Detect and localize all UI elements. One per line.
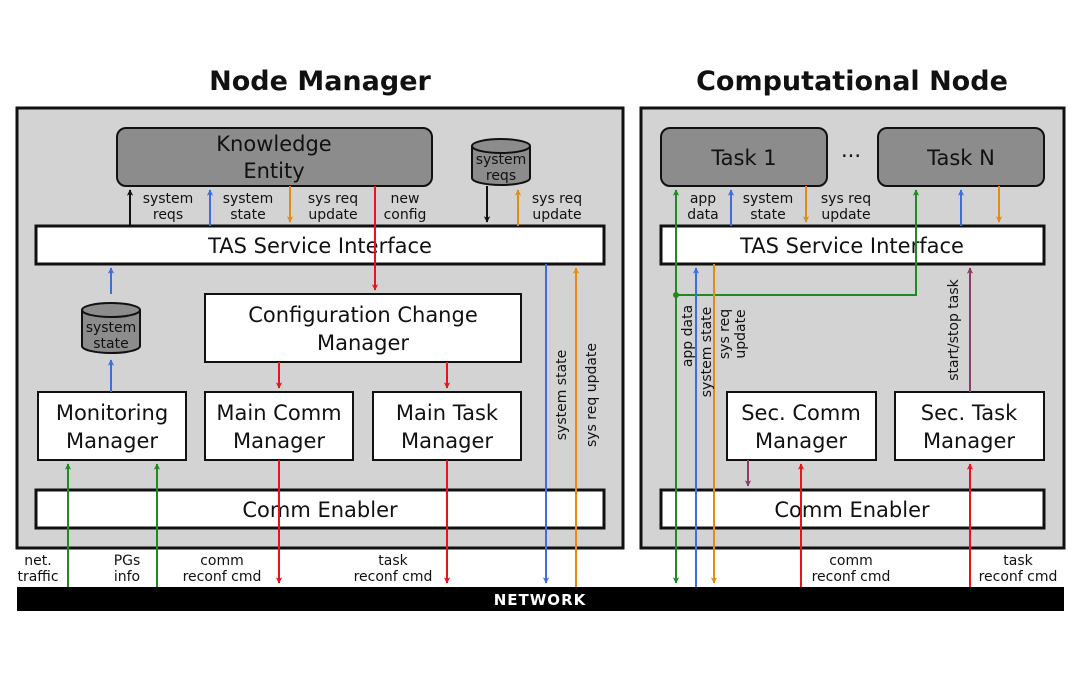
network-label: NETWORK	[494, 591, 587, 609]
label-comm-reconf-left-2: reconf cmd	[183, 569, 262, 585]
label-sys-req-update-right-2: update	[532, 207, 581, 223]
label-cn-system-state-1: system	[743, 191, 794, 207]
label-vertical-sys-req-update-nm: sys req update	[584, 343, 600, 447]
label-app-data-2: data	[687, 207, 719, 223]
label-system-reqs-1: system	[143, 191, 194, 207]
node-manager-title: Node Manager	[209, 66, 431, 97]
label-new-config-2: config	[384, 207, 427, 223]
arrow-app-data-to-task-n	[676, 189, 920, 296]
comm-enabler-cn-label: Comm Enabler	[774, 498, 930, 522]
label-comm-reconf-right-2: reconf cmd	[812, 569, 891, 585]
comm-enabler-nm: Comm Enabler	[34, 488, 606, 530]
tas-service-interface-nm: TAS Service Interface	[34, 224, 606, 266]
label-cn-system-state-2: state	[750, 207, 785, 223]
label-task-reconf-left-1: task	[378, 553, 408, 569]
sec-comm-manager-line2: Manager	[755, 429, 847, 453]
network-bar: NETWORK	[17, 587, 1064, 611]
knowledge-entity-line1: Knowledge	[216, 132, 331, 156]
label-vertical-update: update	[733, 309, 749, 358]
label-sys-req-update-2: update	[308, 207, 357, 223]
label-task-reconf-right-1: task	[1003, 553, 1033, 569]
tas-service-interface-cn-label: TAS Service Interface	[739, 234, 964, 258]
label-vertical-cn-system-state: system state	[699, 307, 715, 398]
label-vertical-app-data: app data	[680, 305, 696, 367]
task-1-label: Task 1	[710, 146, 776, 170]
task-n-box: Task N	[877, 127, 1045, 187]
label-net-traffic-2: traffic	[17, 569, 58, 585]
label-pgs-info-2: info	[114, 569, 140, 585]
sec-comm-manager-line1: Sec. Comm	[741, 401, 861, 425]
system-reqs-db-line1: system	[476, 152, 527, 168]
main-task-manager-line1: Main Task	[396, 401, 499, 425]
label-system-reqs-2: reqs	[153, 207, 183, 223]
comm-enabler-nm-label: Comm Enabler	[242, 498, 398, 522]
label-net-traffic-1: net.	[24, 553, 51, 569]
label-sys-req-update-right-1: sys req	[532, 191, 582, 207]
tasks-ellipsis: ···	[841, 144, 861, 168]
tas-service-interface-nm-label: TAS Service Interface	[207, 234, 432, 258]
main-comm-manager-box: Main Comm Manager	[204, 391, 354, 461]
label-new-config-1: new	[391, 191, 420, 207]
task-1-box: Task 1	[660, 127, 828, 187]
tas-service-interface-cn: TAS Service Interface	[659, 224, 1046, 266]
sec-comm-manager-box: Sec. Comm Manager	[726, 391, 877, 461]
sec-task-manager-line2: Manager	[923, 429, 1015, 453]
label-vertical-start-stop: start/stop task	[946, 278, 962, 380]
ccm-line2: Manager	[317, 331, 409, 355]
label-app-data-1: app	[690, 191, 716, 207]
main-task-manager-line2: Manager	[401, 429, 493, 453]
system-state-db-line2: state	[93, 336, 128, 352]
label-system-state-1: system	[223, 191, 274, 207]
main-comm-manager-line2: Manager	[233, 429, 325, 453]
label-comm-reconf-left-1: comm	[200, 553, 244, 569]
label-task-reconf-left-2: reconf cmd	[354, 569, 433, 585]
junction-dot	[673, 292, 679, 298]
knowledge-entity-box: Knowledge Entity	[116, 127, 433, 187]
ccm-line1: Configuration Change	[248, 303, 478, 327]
knowledge-entity-line2: Entity	[243, 159, 304, 183]
system-state-database: system state	[81, 302, 141, 354]
label-task-reconf-right-2: reconf cmd	[979, 569, 1058, 585]
task-n-label: Task N	[926, 146, 995, 170]
main-comm-manager-line1: Main Comm	[216, 401, 341, 425]
system-state-db-line1: system	[86, 320, 137, 336]
configuration-change-manager-box: Configuration Change Manager	[204, 293, 522, 363]
main-task-manager-box: Main Task Manager	[372, 391, 522, 461]
label-vertical-system-state-nm: system state	[554, 350, 570, 441]
label-cn-sys-req-update-1: sys req	[821, 191, 871, 207]
sec-task-manager-box: Sec. Task Manager	[894, 391, 1045, 461]
sec-task-manager-line1: Sec. Task	[921, 401, 1018, 425]
label-vertical-sys-req: sys req	[717, 309, 733, 359]
label-sys-req-update-1: sys req	[308, 191, 358, 207]
label-pgs-info-1: PGs	[114, 553, 141, 569]
system-reqs-database: system reqs	[471, 138, 531, 186]
monitoring-manager-line1: Monitoring	[56, 401, 168, 425]
label-system-state-2: state	[230, 207, 265, 223]
system-reqs-db-line2: reqs	[486, 168, 516, 184]
label-comm-reconf-right-1: comm	[829, 553, 873, 569]
comm-enabler-cn: Comm Enabler	[659, 488, 1046, 530]
monitoring-manager-box: Monitoring Manager	[37, 391, 187, 461]
computational-node-title: Computational Node	[696, 66, 1008, 97]
monitoring-manager-line2: Manager	[66, 429, 158, 453]
label-cn-sys-req-update-2: update	[821, 207, 870, 223]
